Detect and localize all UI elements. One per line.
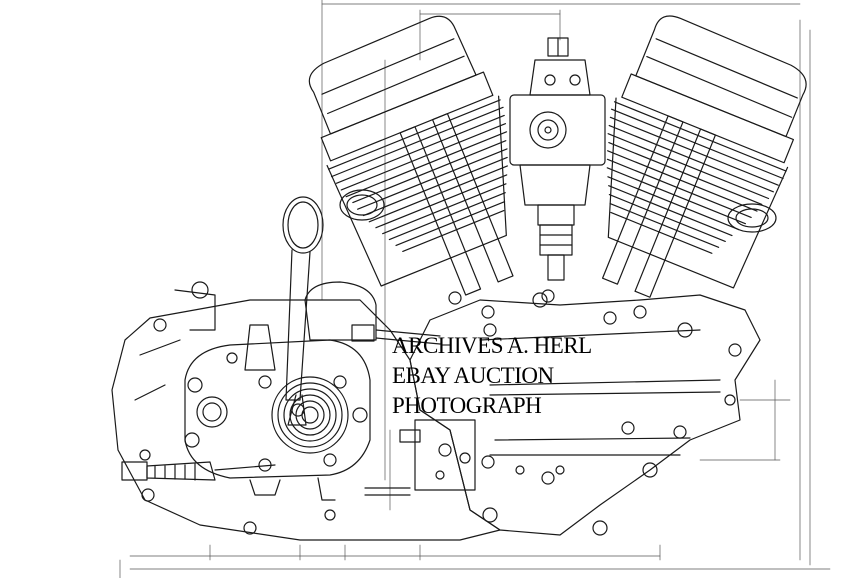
rear-exhaust-port [339, 189, 385, 221]
foot-lever [121, 449, 276, 481]
carburetor [509, 37, 606, 281]
watermark-line-2: EBAY AUCTION [392, 363, 554, 388]
watermark-line-3: PHOTOGRAPH [392, 393, 542, 418]
rear-cylinder [308, 15, 514, 296]
bottom-linkage [249, 477, 411, 501]
starter-arm [282, 196, 324, 426]
crankcase [399, 292, 761, 536]
front-exhaust-port [727, 203, 777, 233]
dimension-lines [119, 0, 831, 578]
watermark-line-1: ARCHIVES A. HERL [392, 333, 592, 358]
front-cylinder [601, 15, 807, 298]
generator-housing [304, 281, 441, 345]
primary-case [111, 299, 501, 541]
transmission-housing [174, 281, 371, 479]
